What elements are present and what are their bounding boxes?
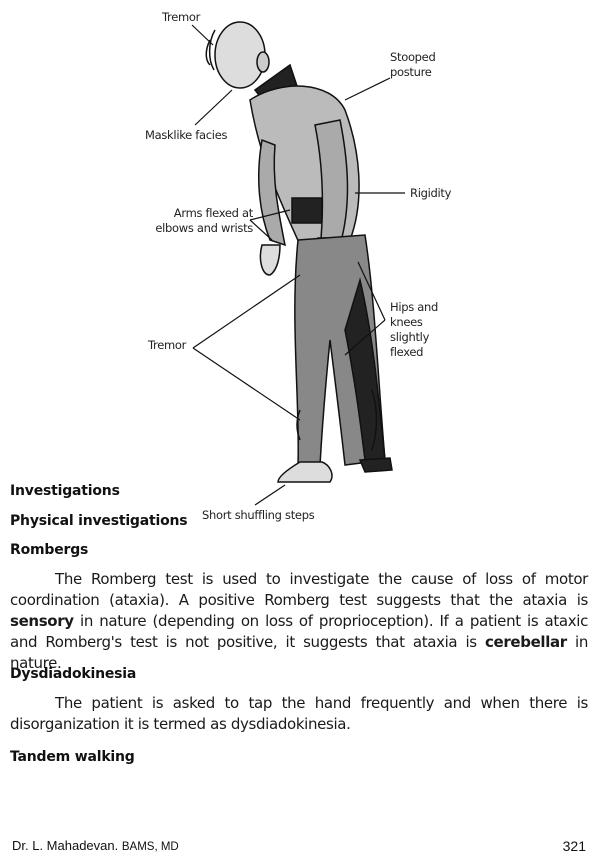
label-short-shuffling-steps: Short shuffling steps: [202, 508, 315, 522]
heading-investigations: Investigations: [10, 483, 120, 499]
heading-rombergs: Rombergs: [10, 542, 89, 558]
heading-physical-investigations: Physical investigations: [10, 513, 188, 529]
bold-cerebellar: cerebellar: [484, 633, 567, 651]
stooped-man-illustration: [191, 21, 405, 506]
bold-sensory: sensory: [10, 612, 74, 630]
label-tremor-head: Tremor: [162, 10, 201, 24]
label-hips-knees: Hips and knees slightly flexed: [390, 300, 439, 359]
heading-dysdiadokinesia: Dysdiadokinesia: [10, 666, 137, 682]
heading-tandem-walking: Tandem walking: [10, 749, 135, 765]
paragraph-romberg: The Romberg test is used to investigate …: [10, 569, 588, 674]
paragraph-dysdiadokinesia: The patient is asked to tap the hand fre…: [10, 693, 588, 735]
text: in nature (depending on loss of proprioc…: [10, 612, 588, 651]
author-degrees: BAMS, MD: [121, 841, 179, 853]
text: The patient is asked to tap the hand fre…: [10, 694, 588, 733]
author-name: Dr. L. Mahadevan.: [12, 838, 119, 853]
label-stooped-posture: Stooped posture: [390, 50, 436, 79]
parkinsonian-figure: Tremor Masklike facies Stooped posture R…: [145, 10, 452, 522]
text: in nature.: [10, 633, 588, 672]
footer-author: Dr. L. Mahadevan. BAMS, MD: [12, 838, 179, 853]
label-masklike-facies: Masklike facies: [145, 128, 228, 142]
page-number: 321: [562, 838, 586, 854]
label-arms-flexed: Arms flexed at elbows and wrists: [155, 206, 253, 235]
label-rigidity: Rigidity: [410, 186, 452, 200]
text: The Romberg test is used to investigate …: [10, 570, 588, 609]
label-tremor-limbs: Tremor: [148, 338, 187, 352]
